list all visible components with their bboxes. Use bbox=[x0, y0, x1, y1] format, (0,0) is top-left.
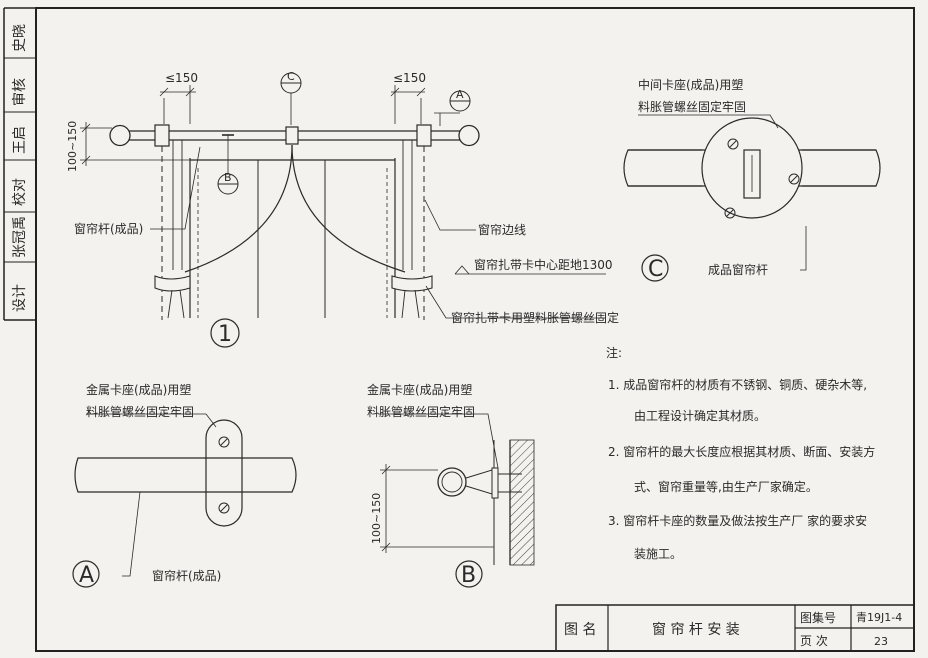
fig1-section-tag-b: B bbox=[224, 171, 232, 184]
note-1-line-1: 1. 成品窗帘杆的材质有不锈钢、铜质、硬杂木等, bbox=[608, 377, 867, 392]
detail-a bbox=[72, 413, 297, 588]
fig1-label-rod: 窗帘杆(成品) bbox=[74, 221, 143, 236]
fig1-label-tie-height: 窗帘扎带卡中心距地1300 bbox=[474, 257, 613, 272]
signature-column: 设计 张冠禹 校对 王启 审核 史晓 bbox=[3, 7, 36, 321]
page-number: 23 bbox=[874, 635, 888, 648]
fig1-dim-right: ≤150 bbox=[393, 71, 426, 85]
note-2-line-2: 式、窗帘重量等,由生产厂家确定。 bbox=[634, 479, 818, 494]
note-2-line-1: 2. 窗帘杆的最大长度应根据其材质、断面、安装方 bbox=[608, 444, 875, 459]
notes-heading: 注: bbox=[606, 345, 622, 360]
figure-1-elevation bbox=[80, 72, 606, 348]
detail-b bbox=[378, 413, 535, 588]
sidebar-design-signature: 张冠禹 bbox=[12, 216, 28, 258]
fig1-section-tag-a: A bbox=[456, 88, 464, 101]
fig1-label-tie-fix: 窗帘扎带卡用塑料胀管螺丝固定 bbox=[451, 310, 619, 325]
sidebar-review: 审核 bbox=[12, 78, 28, 106]
detail-a-label-line1: 金属卡座(成品)用塑 bbox=[86, 382, 191, 397]
detail-c-label-line1: 中间卡座(成品)用塑 bbox=[638, 77, 743, 92]
sidebar-design: 设计 bbox=[12, 284, 28, 312]
fig1-number: 1 bbox=[218, 322, 232, 347]
title-block bbox=[555, 604, 915, 652]
note-3-line-2: 装施工。 bbox=[634, 547, 682, 561]
detail-b-label-line2: 料胀管螺丝固定牢固 bbox=[367, 404, 475, 419]
note-3-line-1: 3. 窗帘杆卡座的数量及做法按生产厂 家的要求安 bbox=[608, 513, 867, 528]
detail-b-tag: B bbox=[461, 563, 476, 588]
detail-a-tag: A bbox=[79, 563, 94, 588]
atlas-number-value: 青19J1-4 bbox=[856, 611, 902, 624]
sheet-border bbox=[35, 7, 915, 652]
notes-block: 注: 1. 成品窗帘杆的材质有不锈钢、铜质、硬杂木等, 由工程设计确定其材质。 … bbox=[606, 345, 875, 561]
detail-a-label-rod: 窗帘杆(成品) bbox=[152, 568, 221, 583]
note-1-line-2: 由工程设计确定其材质。 bbox=[634, 408, 766, 423]
sidebar-review-signature: 史晓 bbox=[12, 24, 28, 52]
title-name-label: 图 名 bbox=[564, 622, 596, 638]
fig1-label-edge: 窗帘边线 bbox=[478, 222, 526, 237]
detail-c-tag: C bbox=[648, 257, 663, 282]
rod-end-ball-right bbox=[458, 124, 480, 147]
sidebar-check-signature: 王启 bbox=[12, 126, 28, 154]
detail-b-dim-vertical: 100~150 bbox=[370, 493, 383, 544]
drawing-title: 窗 帘 杆 安 装 bbox=[652, 621, 740, 638]
fig1-section-tag-c: C bbox=[287, 70, 295, 83]
detail-c-label-line2: 料胀管螺丝固定牢固 bbox=[638, 99, 746, 114]
detail-a-label-line2: 料胀管螺丝固定牢固 bbox=[86, 404, 194, 419]
atlas-number-label: 图集号 bbox=[800, 610, 836, 625]
rod-end-ball-left bbox=[109, 124, 131, 147]
detail-b-label-line1: 金属卡座(成品)用塑 bbox=[367, 382, 472, 397]
detail-c-label-rod: 成品窗帘杆 bbox=[708, 262, 768, 277]
fig1-dim-left: ≤150 bbox=[165, 71, 198, 85]
fig1-dim-vertical: 100~150 bbox=[66, 121, 79, 172]
page-label: 页 次 bbox=[800, 634, 828, 648]
sidebar-check: 校对 bbox=[11, 178, 28, 206]
detail-c bbox=[623, 114, 881, 282]
